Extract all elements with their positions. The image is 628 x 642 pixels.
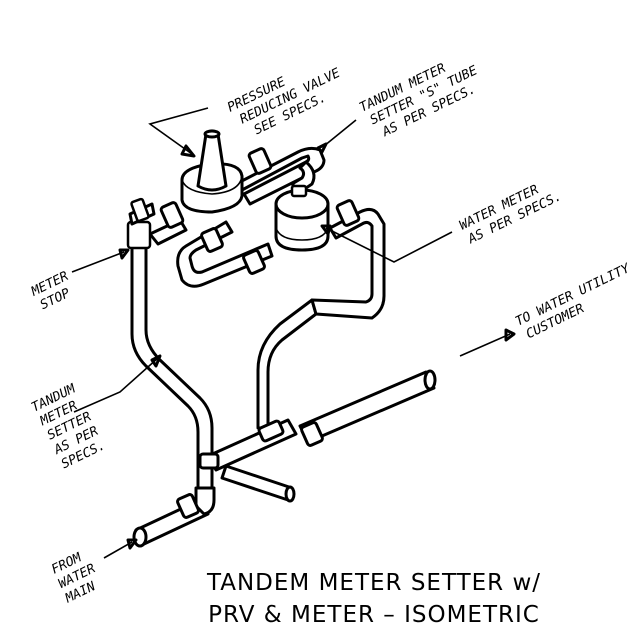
label-setter: TANDUM METER SETTER AS PER SPECS. [29, 381, 108, 472]
label-water-meter: WATER METER AS PER SPECS. [457, 182, 564, 247]
coupling-left-bottom [198, 452, 220, 470]
title-line-1: TANDEM METER SETTER w/ [206, 570, 541, 596]
customer-outlet-end [423, 369, 437, 391]
manifold-stub [220, 464, 294, 502]
left-riser-pipe [130, 228, 214, 492]
coupling-meter-right [335, 199, 361, 227]
leader-setter [73, 357, 159, 413]
couplings [159, 147, 361, 519]
s-tube-pipe [234, 146, 326, 206]
pressure-reducing-valve [180, 129, 244, 214]
label-meter-stop: METER STOP [28, 269, 73, 313]
s-tube-drop-pipe [290, 160, 316, 194]
coupling-lower-loop-right [242, 249, 266, 275]
leader-water-meter [325, 227, 453, 263]
label-prv: PRESSURE REDUCING VALVE SEE SPECS. [225, 66, 343, 138]
coupling-customer [300, 421, 324, 447]
label-s-tube: TANDUM METER SETTER "S" TUBE AS PER SPEC… [357, 61, 480, 141]
label-to-customer: TO WATER UTILITY CUSTOMER [513, 261, 628, 343]
leader-to-customer [459, 333, 511, 357]
meter-stop-valve [126, 197, 156, 250]
outlet-loop-pipe [310, 207, 386, 320]
coupling-lower-loop-left [200, 227, 224, 253]
coupling-right-bottom [257, 419, 285, 443]
coupling-prv-right [247, 147, 273, 175]
coupling-prv-left [159, 201, 185, 229]
main-inlet-end [132, 526, 148, 548]
leader-meter-stop [71, 251, 125, 273]
title-line-2: PRV & METER – ISOMETRIC [208, 602, 540, 628]
manifold-stub-cap [284, 485, 296, 503]
bottom-elbow-pipe [194, 486, 216, 516]
leader-from-main [103, 541, 133, 559]
right-riser-pipe [256, 298, 318, 430]
leader-prv [148, 107, 209, 155]
leader-s-tube [323, 119, 357, 147]
water-meter [274, 184, 330, 252]
leader-lines [71, 107, 516, 559]
coupling-inlet [176, 493, 200, 519]
label-from-main: FROM WATER MAIN [49, 550, 98, 607]
